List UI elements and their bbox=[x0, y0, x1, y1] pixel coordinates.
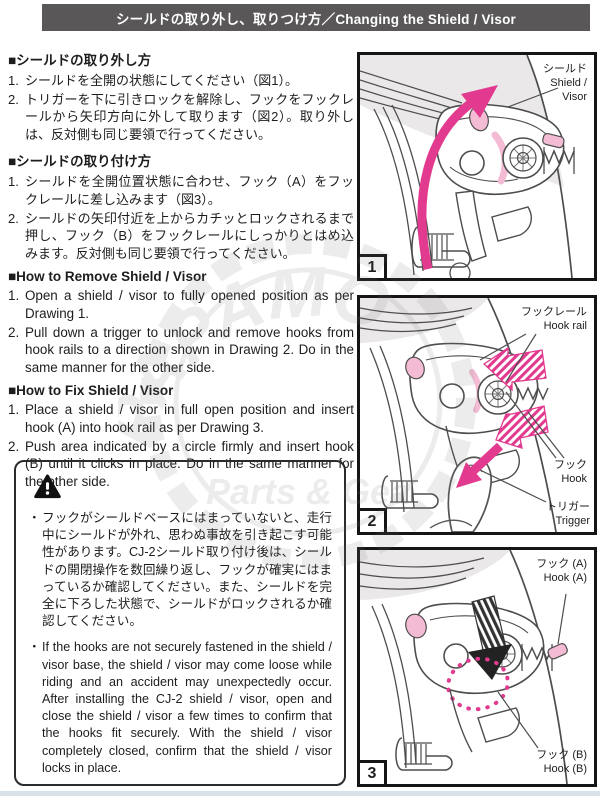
figure-1: シールド Shield / Visor 1 bbox=[357, 52, 597, 281]
label-trigger-jp: トリガー bbox=[546, 501, 590, 513]
push-down-arrow-icon bbox=[468, 595, 512, 680]
list-text: Push area indicated by a circle firmly a… bbox=[25, 438, 354, 489]
list-text: シールドの矢印付近を上からカチッとロックされるまで押し、フック（B）をフックレー… bbox=[25, 210, 354, 261]
list-number: 2. bbox=[8, 324, 20, 340]
drawing-2-trigger-unlock bbox=[360, 298, 565, 532]
section-heading-jp-fix: ■シールドの取り付け方 bbox=[8, 154, 152, 170]
label-hook-rail: フックレール Hook rail bbox=[521, 305, 587, 333]
list-number: 1. bbox=[8, 174, 19, 190]
list-item: 1. シールドを全開の状態にしてください（図1）。 bbox=[8, 72, 354, 90]
hook-a-highlight bbox=[547, 643, 568, 660]
rotate-open-arrow-icon bbox=[417, 85, 498, 270]
label-trigger-en: Trigger bbox=[555, 515, 590, 527]
label-trigger: トリガー Trigger bbox=[546, 500, 590, 528]
label-shield-en1: Shield / bbox=[550, 77, 587, 89]
page-title: シールドの取り外し、取りつけ方／Changing the Shield / Vi… bbox=[42, 4, 590, 31]
section-heading-en-fix: ■How to Fix Shield / Visor bbox=[8, 383, 174, 399]
warning-text-jp: フックがシールドベースにはまっていないと、走行中にシールドが外れ、思わぬ事故を引… bbox=[42, 511, 332, 629]
list-item: 2. トリガーを下に引きロックを解除し、フックをフックレールから矢印方向に外して… bbox=[8, 91, 354, 144]
list-number: 2. bbox=[8, 210, 19, 226]
warning-box: ・ フックがシールドベースにはまっていないと、走行中にシールドが外れ、思わぬ事故… bbox=[14, 460, 346, 786]
warning-text-en: If the hooks are not securely fastened i… bbox=[42, 640, 332, 775]
label-shield-visor: シールド Shield / Visor bbox=[543, 62, 587, 104]
list-number: 2. bbox=[8, 438, 20, 454]
figure-number-badge: 1 bbox=[360, 254, 387, 278]
label-hook-b-jp: フック (B) bbox=[536, 749, 587, 761]
drawing-3-hook-insert bbox=[360, 550, 568, 784]
list-text: シールドを全開の状態にしてください（図1）。 bbox=[25, 73, 298, 88]
list-number: 1. bbox=[8, 73, 19, 88]
list-text: トリガーを下に引きロックを解除し、フックをフックレールから矢印方向に外して取りま… bbox=[25, 91, 354, 142]
label-hook-b: フック (B) Hook (B) bbox=[536, 748, 587, 776]
section-heading-en-remove: ■How to Remove Shield / Visor bbox=[8, 269, 207, 285]
list-text: Pull down a trigger to unlock and remove… bbox=[25, 324, 354, 375]
remove-direction-arrow2-icon bbox=[495, 405, 549, 449]
drawing-1-shield-open bbox=[360, 55, 575, 278]
list-item: 2. シールドの矢印付近を上からカチッとロックされるまで押し、フック（B）をフッ… bbox=[8, 210, 354, 263]
warning-paragraph-en: ・ If the hooks are not securely fastened… bbox=[28, 639, 332, 777]
pull-down-arrow-icon bbox=[456, 442, 504, 488]
figure-3: フック (A) Hook (A) フック (B) Hook (B) 3 bbox=[357, 547, 597, 787]
list-number: 2. bbox=[8, 91, 19, 107]
list-number: 1. bbox=[8, 402, 20, 418]
list-text: Place a shield / visor in full open posi… bbox=[25, 402, 354, 435]
push-area-circle bbox=[446, 656, 510, 712]
list-item: 1. Place a shield / visor in full open p… bbox=[8, 401, 354, 436]
page-bottom-strip bbox=[0, 791, 600, 796]
figure-number-badge: 3 bbox=[360, 760, 387, 784]
label-hook-a: フック (A) Hook (A) bbox=[536, 557, 587, 585]
figure-2: フックレール Hook rail フック Hook トリガー Trigger 2 bbox=[357, 295, 597, 535]
list-number: 1. bbox=[8, 288, 20, 304]
remove-direction-arrow-icon bbox=[482, 346, 547, 392]
instructions-column: ■シールドの取り外し方 1. シールドを全開の状態にしてください（図1）。 2.… bbox=[8, 42, 354, 491]
list-text: Open a shield / visor to fully opened po… bbox=[25, 288, 354, 321]
list-item: 2. Pull down a trigger to unlock and rem… bbox=[8, 324, 354, 377]
warning-paragraph-jp: ・ フックがシールドベースにはまっていないと、走行中にシールドが外れ、思わぬ事故… bbox=[28, 510, 332, 630]
warning-icon bbox=[34, 474, 332, 504]
label-hook-jp: フック bbox=[554, 459, 587, 471]
bullet: ・ bbox=[28, 640, 41, 655]
section-heading-jp-remove: ■シールドの取り外し方 bbox=[8, 53, 152, 68]
label-hook-rail-jp: フックレール bbox=[521, 306, 587, 318]
label-shield-jp: シールド bbox=[543, 63, 587, 75]
label-hook-en: Hook bbox=[561, 473, 587, 485]
label-hook-a-jp: フック (A) bbox=[536, 558, 587, 570]
list-item: 1. Open a shield / visor to fully opened… bbox=[8, 287, 354, 322]
list-item: 2. Push area indicated by a circle firml… bbox=[8, 438, 354, 491]
label-hook-a-en: Hook (A) bbox=[543, 572, 587, 584]
label-hook: フック Hook bbox=[554, 458, 587, 486]
figure-number-badge: 2 bbox=[360, 508, 387, 532]
label-shield-en2: Visor bbox=[562, 91, 587, 103]
bullet: ・ bbox=[28, 511, 41, 525]
list-text: シールドを全開位置状態に合わせ、フック（A）をフックレールに差し込みます（図3）… bbox=[25, 174, 354, 207]
label-hook-b-en: Hook (B) bbox=[543, 763, 587, 775]
list-item: 1. シールドを全開位置状態に合わせ、フック（A）をフックレールに差し込みます（… bbox=[8, 173, 354, 208]
label-hook-rail-en: Hook rail bbox=[543, 320, 587, 332]
